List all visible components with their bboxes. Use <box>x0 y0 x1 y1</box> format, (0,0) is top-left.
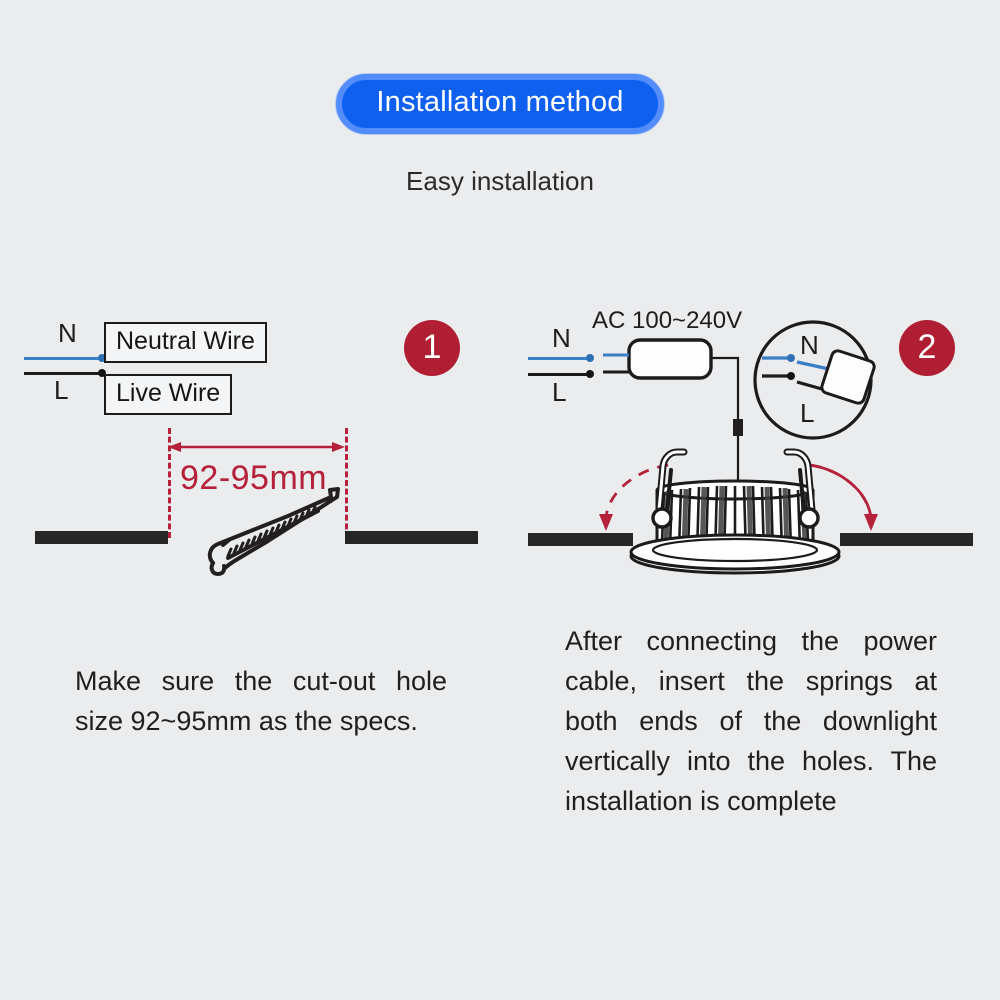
step2-live-tag: L <box>552 377 567 407</box>
downlight-fixture <box>629 479 841 575</box>
heatsink-fin-shadows <box>663 485 808 557</box>
title-badge-wrapper: Installation method <box>0 74 1000 135</box>
step-number-1: 1 <box>404 320 460 376</box>
step1-neutral-terminal-dot <box>98 354 106 362</box>
cable-connector-block <box>733 419 743 436</box>
spring-motion-arrows <box>604 463 873 519</box>
spring-clip-left <box>651 448 688 529</box>
step2-neutral-terminal-dot <box>586 354 594 362</box>
step2-neutral-wire-in <box>528 357 590 360</box>
led-driver-box <box>627 338 713 380</box>
step-number-2: 2 <box>899 320 955 376</box>
ceiling-segment-right-2 <box>840 533 973 546</box>
ceiling-segment-left-2 <box>528 533 633 546</box>
detail-connector-block <box>820 349 876 405</box>
spring-motion-arrowheads <box>599 514 878 531</box>
ceiling-segment-left <box>35 531 168 544</box>
step2-caption: After connecting the power cable, insert… <box>565 626 937 816</box>
heatsink-fins <box>660 485 810 557</box>
step2-live-wire-in <box>528 373 590 376</box>
dimension-guide-left <box>168 428 171 538</box>
step1-live-wire <box>24 372 102 375</box>
page-subtitle: Easy installation <box>406 166 594 196</box>
ceiling-segment-right <box>345 531 478 544</box>
step1-neutral-wire <box>24 357 102 360</box>
supply-voltage-label: AC 100~240V <box>592 307 743 334</box>
step2-live-terminal-dot <box>586 370 594 378</box>
step1-live-tag: L <box>54 375 69 405</box>
spring-clip-right <box>783 448 820 529</box>
driver-output-cable <box>711 356 740 490</box>
step1-neutral-tag: N <box>58 318 77 348</box>
cutout-dimension-label: 92-95mm <box>180 459 328 497</box>
step1-live-terminal-dot <box>98 369 106 377</box>
live-wire-label-box: Live Wire <box>104 374 233 415</box>
dimension-arrow <box>168 442 345 452</box>
dimension-guide-right <box>345 428 348 538</box>
neutral-wire-label-box: Neutral Wire <box>104 322 267 363</box>
driver-input-wires <box>603 353 629 374</box>
detail-live-tag: L <box>800 398 815 428</box>
detail-neutral-tag: N <box>800 330 819 360</box>
hand-saw-icon <box>207 487 340 576</box>
page-title-badge: Installation method <box>336 74 664 135</box>
step1-caption: Make sure the cut-out hole size 92~95mm … <box>75 666 447 736</box>
step2-neutral-tag: N <box>552 323 571 353</box>
